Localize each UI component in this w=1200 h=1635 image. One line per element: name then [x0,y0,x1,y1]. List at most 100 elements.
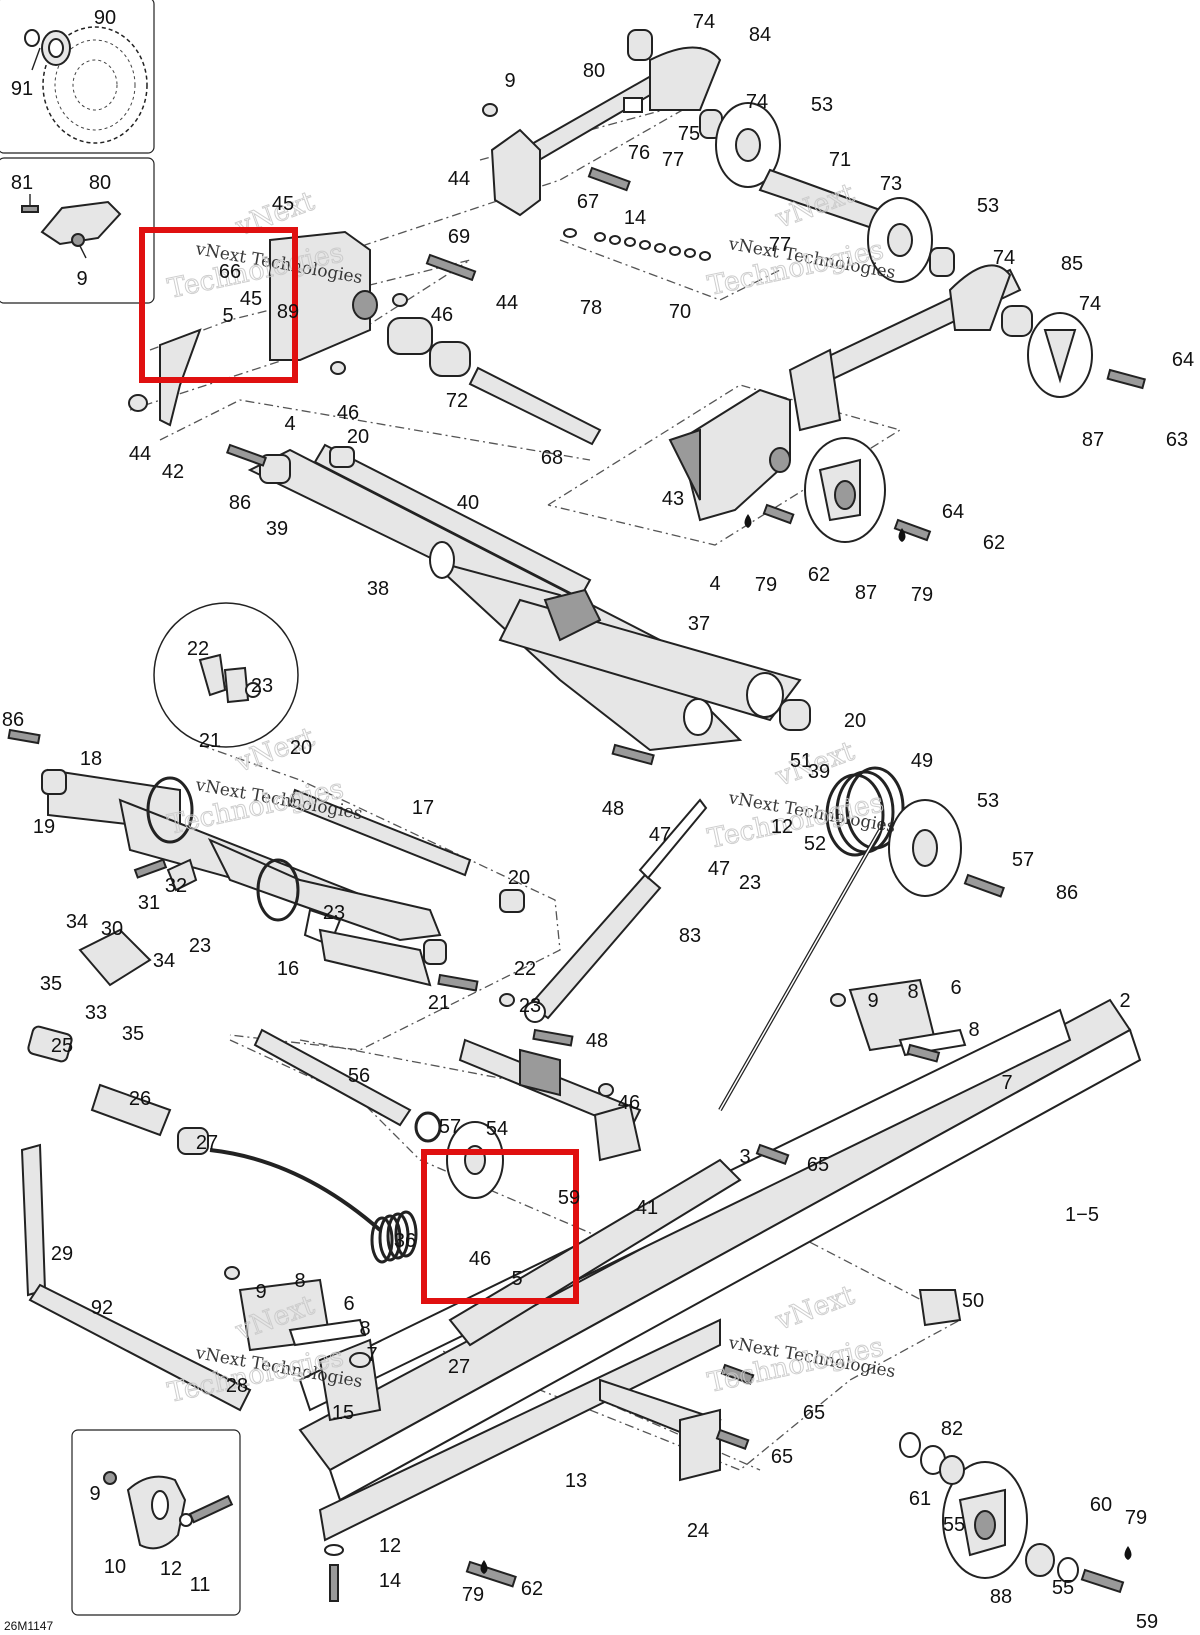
callout-28: 28 [226,1375,248,1397]
highlight-box-upper [139,227,298,383]
callout-8: 8 [968,1019,979,1041]
callout-15: 15 [332,1402,354,1424]
callout-45: 45 [272,193,294,215]
callout-65: 65 [771,1446,793,1468]
callout-21: 21 [199,730,221,752]
callout-73: 73 [880,173,902,195]
callout-43: 43 [662,488,684,510]
callout-7: 7 [366,1344,377,1366]
callout-90: 90 [94,7,116,29]
callout-18: 18 [80,748,102,770]
callout-49: 49 [911,750,933,772]
callout-46: 46 [469,1248,491,1270]
callout-66: 66 [219,261,241,283]
callout-92: 92 [91,1297,113,1319]
svg-text:Technologies: Technologies [165,773,346,840]
callout-40: 40 [457,492,479,514]
callout-64: 64 [942,501,964,523]
callout-54: 54 [486,1118,508,1140]
callout-46: 46 [618,1092,640,1114]
callout-23: 23 [189,935,211,957]
callout-74: 74 [746,91,768,113]
shock-absorber-83 [524,798,708,1023]
callout-38: 38 [367,578,389,600]
callout-79: 79 [462,1584,484,1606]
callout-9: 9 [89,1483,100,1505]
callout-77: 77 [769,234,791,256]
callout-46: 46 [337,402,359,424]
callout-20: 20 [508,867,530,889]
callout-59: 59 [558,1187,580,1209]
callout-35: 35 [122,1023,144,1045]
front-arm-assembly [159,29,1093,543]
lower-components [7,103,1146,1602]
callout-64: 64 [1172,349,1194,371]
callout-27: 27 [448,1356,470,1378]
callout-9: 9 [504,70,515,92]
callout-63: 63 [1166,429,1188,451]
callout-74: 74 [1079,293,1101,315]
callout-9: 9 [255,1281,266,1303]
callout-60: 60 [1090,1494,1112,1516]
callout-53: 53 [977,195,999,217]
lubricant-drops [480,514,1132,1574]
callout-11: 11 [190,1574,211,1596]
callout-12: 12 [160,1558,182,1580]
callout-51: 51 [790,750,812,772]
callout-30: 30 [101,918,123,940]
callout-53: 53 [977,790,999,812]
callout-88: 88 [990,1586,1012,1608]
callout-31: 31 [138,892,160,914]
callout-29: 29 [51,1243,73,1265]
callout-23: 23 [251,675,273,697]
callout-81: 81 [11,172,33,194]
spacer-washers-70 [563,228,711,261]
callout-67: 67 [577,191,599,213]
callout-59: 59 [1136,1611,1158,1633]
callout-52: 52 [804,833,826,855]
callout-80: 80 [583,60,605,82]
callout-2: 2 [1119,990,1130,1012]
callout-87: 87 [855,582,877,604]
callout-44: 44 [496,292,518,314]
callout-5: 5 [222,305,233,327]
callout-36: 36 [394,1230,416,1252]
callout-48: 48 [586,1030,608,1052]
callout-8: 8 [294,1270,305,1292]
callout-50: 50 [962,1290,984,1312]
callout-35: 35 [40,973,62,995]
callout-68: 68 [541,447,563,469]
callout-86: 86 [229,492,251,514]
callout-26: 26 [129,1088,151,1110]
callout-65: 65 [807,1154,829,1176]
callout-80: 80 [89,172,111,194]
callout-61: 61 [909,1488,931,1510]
callout-39: 39 [808,761,830,783]
callout-55: 55 [943,1514,965,1536]
callout-20: 20 [347,426,369,448]
callout-22: 22 [514,958,536,980]
callout-23: 23 [323,902,345,924]
callout-7: 7 [1001,1072,1012,1094]
callout-14: 14 [624,207,646,229]
callout-69: 69 [448,226,470,248]
callout-13: 13 [565,1470,587,1492]
highlight-boxes [139,227,579,1304]
callout-25: 25 [51,1035,73,1057]
callout-42: 42 [162,461,184,483]
callout-12: 12 [379,1535,401,1557]
callout-74: 74 [693,11,715,33]
highlight-box-lower [421,1149,579,1304]
callout-72: 72 [446,390,468,412]
callout-24: 24 [687,1520,709,1542]
callout-9: 9 [76,268,87,290]
callout-33: 33 [85,1002,107,1024]
callout-78: 78 [580,297,602,319]
callout-12: 12 [771,816,793,838]
callout-8: 8 [359,1318,370,1340]
callout-65: 65 [803,1402,825,1424]
callout-23: 23 [519,995,541,1017]
callout-4: 4 [709,573,720,595]
callout-46: 46 [431,304,453,326]
callout-37: 37 [688,613,710,635]
